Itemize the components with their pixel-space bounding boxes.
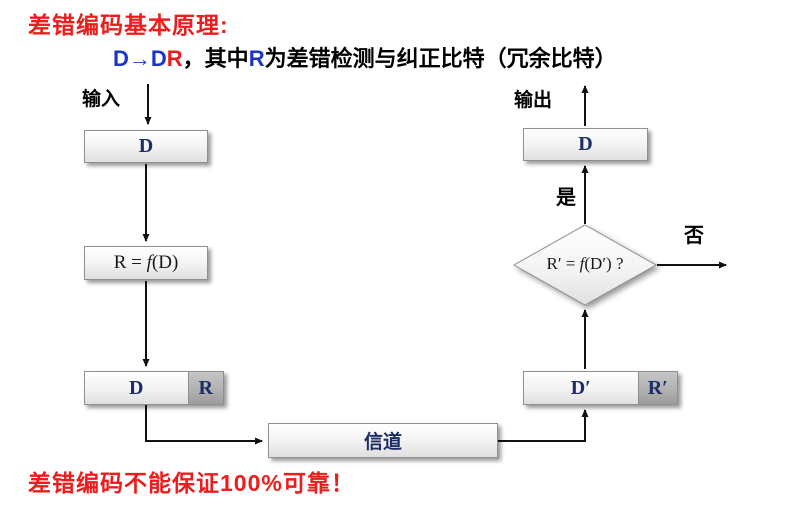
formula-arg: (D)	[151, 252, 179, 273]
subtitle-mid: ，其中	[182, 46, 249, 71]
box-encoded: D R	[84, 371, 224, 405]
box-formula: R = f(D)	[84, 246, 208, 280]
formula-func: f	[146, 252, 152, 273]
no-label: 否	[684, 225, 704, 247]
received-r-label: R′	[647, 376, 668, 399]
channel-label: 信道	[363, 432, 402, 453]
decision-func: f	[579, 254, 585, 273]
formula-text: R = f(D)	[114, 252, 179, 274]
received-d-cell: D′	[524, 372, 638, 404]
subtitle-r-red: R	[166, 46, 183, 71]
received-r-cell: R′	[637, 372, 677, 404]
box-d-source: D	[84, 130, 208, 163]
subtitle-d-to-d: D→D	[113, 46, 167, 71]
subtitle-r-blue: R	[248, 46, 265, 71]
page-title: 差错编码基本原理:	[28, 12, 229, 38]
encoded-r-label: R	[198, 376, 213, 399]
encoded-r-cell: R	[187, 372, 223, 404]
received-d-label: D′	[570, 376, 591, 399]
encoded-d-cell: D	[85, 372, 188, 404]
arrow-channel-to-received	[498, 409, 589, 442]
box-d-output-label: D	[578, 133, 593, 155]
box-d-output: D	[523, 128, 648, 161]
subtitle-rest: 为差错检测与纠正比特（冗余比特）	[264, 46, 617, 71]
box-d-source-label: D	[138, 135, 154, 157]
input-label: 输入	[82, 89, 121, 110]
decision-lhs: R′ =	[546, 254, 580, 273]
box-received: D′ R′	[523, 371, 678, 405]
output-label: 输出	[514, 90, 553, 111]
arrow-encoded-to-channel	[145, 405, 263, 445]
footer-warning: 差错编码不能保证100%可靠！	[28, 470, 355, 496]
encoded-d-label: D	[129, 376, 144, 399]
yes-label: 是	[556, 187, 576, 209]
decision-label: R′ = f(D′) ?	[518, 254, 652, 274]
box-channel: 信道	[268, 423, 498, 458]
decision-diamond	[512, 224, 658, 306]
formula-lhs: R =	[113, 252, 147, 273]
decision-arg: (D′) ?	[584, 254, 624, 273]
subtitle: D→DR，其中R为差错检测与纠正比特（冗余比特）	[113, 41, 617, 73]
